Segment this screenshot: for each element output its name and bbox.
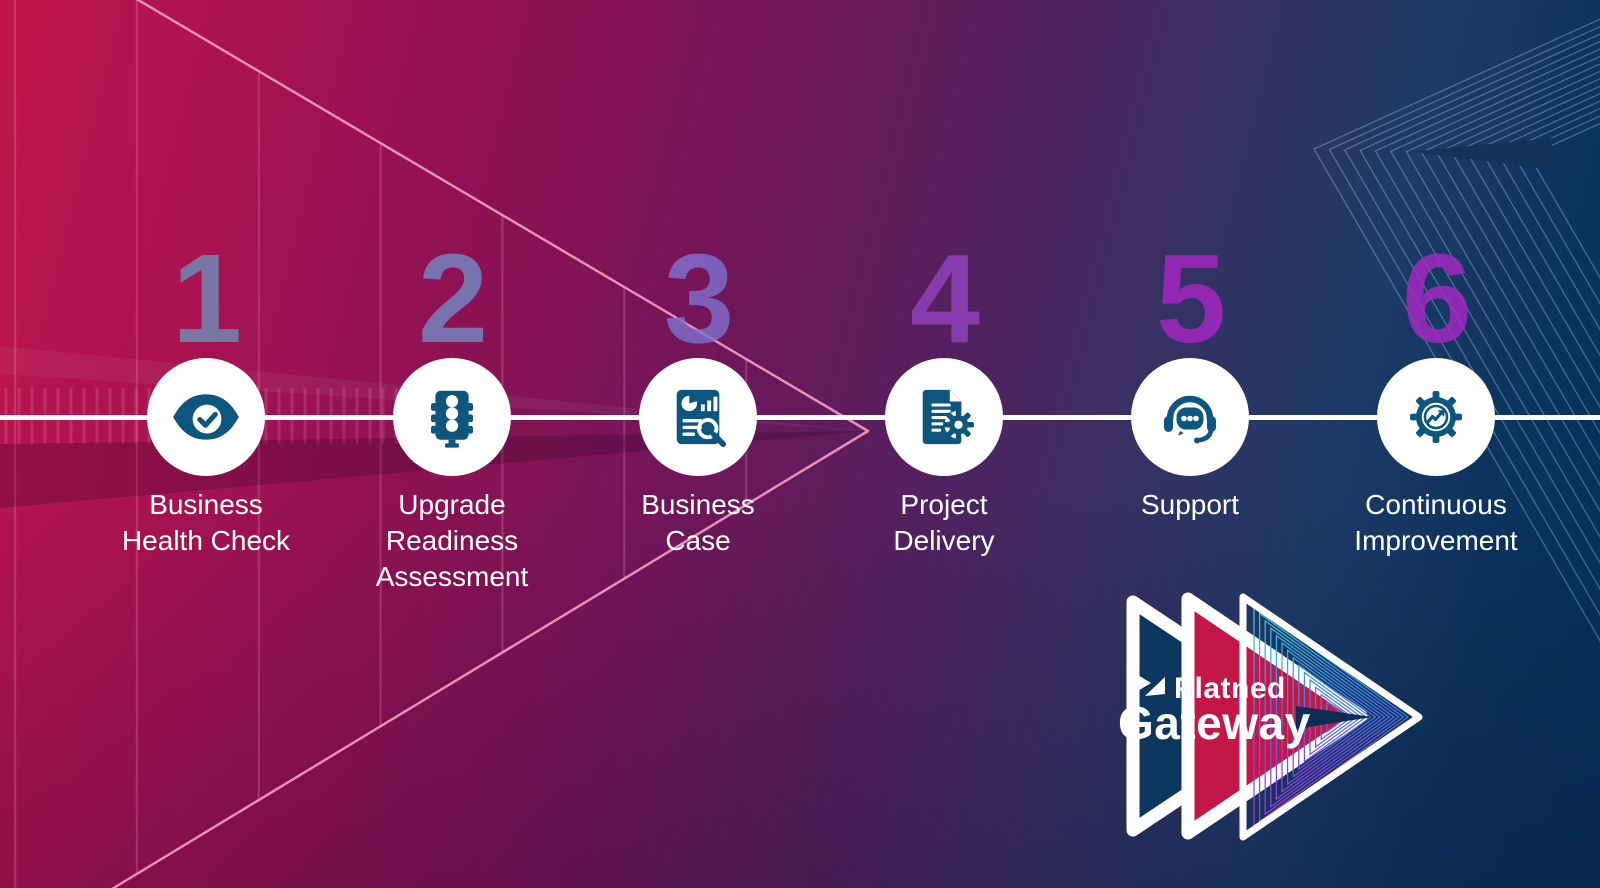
step-circle [147,358,265,476]
step-number: 2 [417,228,488,369]
platned-gateway-logo: Platned Gateway [1080,562,1460,854]
document-analysis-icon [676,389,727,448]
step-circle [1131,358,1249,476]
step-circle [885,358,1003,476]
step-icon-host [1157,385,1223,449]
step-label: Support [1140,489,1240,520]
document-gear-icon [922,389,975,445]
step-circle [393,358,511,476]
step-icon-host [1404,385,1468,449]
logo-shape-red [1181,592,1368,840]
brand-name: Platned [1174,672,1286,705]
timeline-line [0,415,1600,420]
step-number: 5 [1155,228,1226,369]
headset-chat-icon [1164,395,1216,444]
traffic-light-icon [431,390,473,448]
step-number: 1 [171,228,242,369]
step-circle [639,358,757,476]
step-number: 4 [909,228,980,369]
step-circle [1377,358,1495,476]
gear-growth-icon [1410,391,1462,443]
step-icon-host [170,388,242,446]
logo-shapes [1126,592,1423,841]
product-name: Gateway [1118,697,1311,749]
step-5: 5 Support [1050,0,1330,888]
step-icon-host [913,386,975,448]
logo-nest-core [1296,706,1372,729]
logo-shape-outline [1239,593,1423,841]
eye-check-icon [173,394,239,440]
step-icon-host [424,385,480,449]
step-icon-host [667,386,729,448]
step-number: 3 [663,228,734,369]
platned-mark-icon [1133,672,1165,696]
step-number: 6 [1401,228,1472,369]
